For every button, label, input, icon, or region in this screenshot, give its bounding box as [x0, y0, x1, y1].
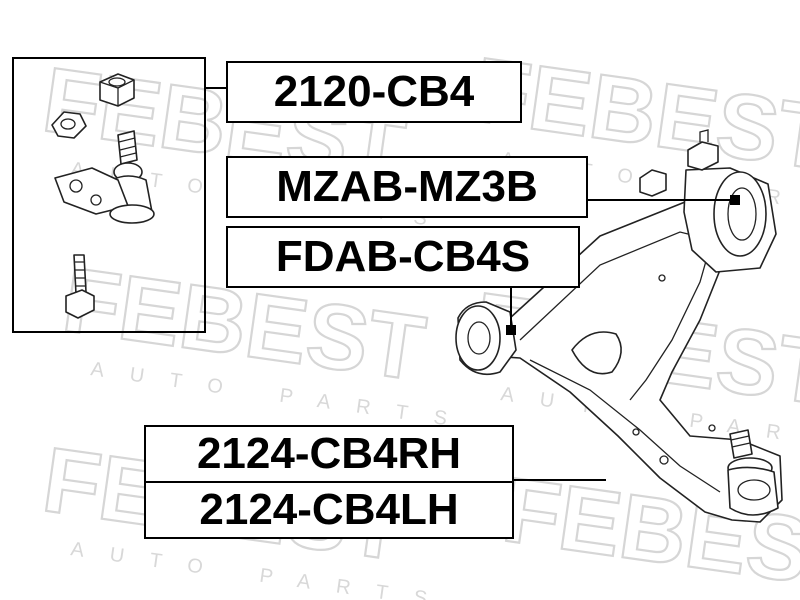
part-label-rear-bushing: MZAB-MZ3B: [226, 156, 588, 218]
part-label-arm-right: 2124-CB4RH: [144, 425, 514, 483]
ball-joint-kit-frame: [12, 57, 206, 333]
part-label-arm-left: 2124-CB4LH: [144, 481, 514, 539]
front-bushing-marker: [506, 325, 516, 335]
part-label-ball-joint-kit: 2120-CB4: [226, 61, 522, 123]
rear-bushing-marker: [730, 195, 740, 205]
ball-joint-kit-parts: [51, 73, 155, 319]
leader-lines: [506, 195, 740, 481]
part-label-front-bushing: FDAB-CB4S: [226, 226, 580, 288]
